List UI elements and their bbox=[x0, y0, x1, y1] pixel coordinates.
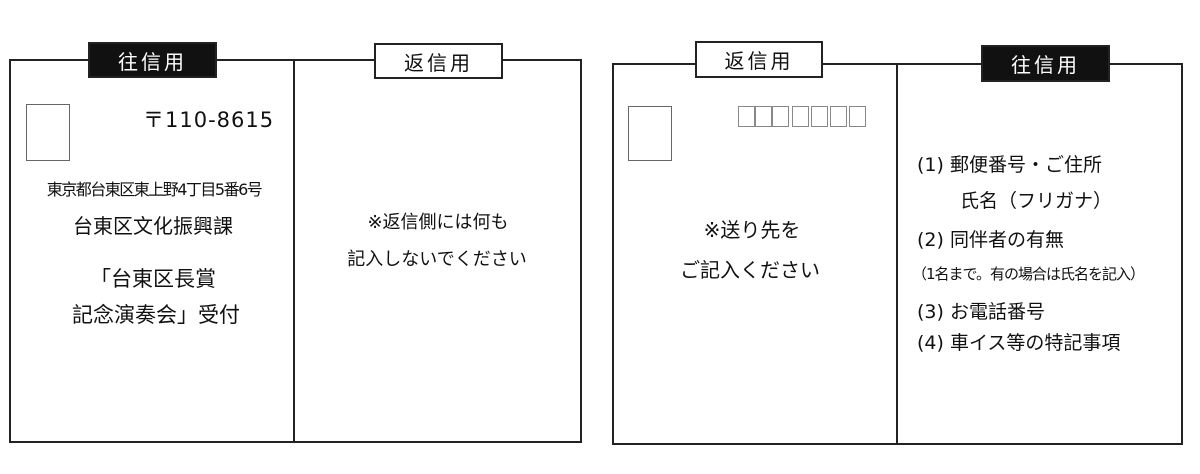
required-item-1: (1) 郵便番号・ご住所 bbox=[917, 154, 1102, 176]
postal-digit-box bbox=[792, 106, 809, 127]
postal-digit-box bbox=[755, 106, 772, 127]
postal-digit-box bbox=[849, 106, 866, 127]
reply-label-left: 返信用 bbox=[374, 43, 503, 79]
reply-note-line-2: 記入しないでください bbox=[347, 249, 527, 270]
outgoing-label-right: 往信用 bbox=[981, 45, 1110, 82]
event-line-1: 「台東区長賞 bbox=[90, 267, 216, 291]
reply-address-note-line-1: ※送り先を bbox=[703, 218, 801, 242]
required-item-4: (4) 車イス等の特記事項 bbox=[917, 332, 1121, 354]
reply-note-line-1: ※返信側には何も bbox=[367, 212, 509, 233]
postal-digit-box bbox=[738, 106, 755, 127]
left-postcard-fold-line bbox=[293, 59, 295, 443]
required-item-2: (2) 同伴者の有無 bbox=[917, 229, 1064, 251]
outgoing-label-left: 往信用 bbox=[88, 42, 217, 78]
event-line-2: 記念演奏会」受付 bbox=[72, 303, 240, 327]
right-postcard-fold-line bbox=[896, 63, 898, 445]
reply-address-note-line-2: ご記入ください bbox=[680, 258, 820, 282]
postal-digit-box bbox=[772, 106, 789, 127]
postal-code: 〒110-8615 bbox=[143, 108, 275, 132]
postal-digit-box bbox=[830, 106, 847, 127]
reply-label-right: 返信用 bbox=[695, 41, 823, 78]
left-postcard bbox=[9, 59, 582, 443]
stamp-placeholder bbox=[26, 104, 70, 161]
department: 台東区文化振興課 bbox=[73, 214, 233, 238]
address: 東京都台東区東上野4丁目5番6号 bbox=[46, 180, 263, 199]
required-item-2-note: （1名まで。有の場合は氏名を記入） bbox=[912, 265, 1145, 283]
postal-digit-box bbox=[811, 106, 828, 127]
stamp-placeholder bbox=[628, 106, 672, 161]
required-item-3: (3) お電話番号 bbox=[917, 301, 1045, 323]
required-item-1-name: 氏名（フリガナ） bbox=[960, 190, 1113, 212]
